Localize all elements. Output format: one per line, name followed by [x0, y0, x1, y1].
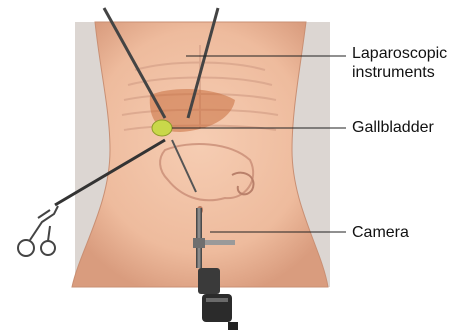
- label-camera: Camera: [352, 223, 409, 242]
- label-laparoscopic-instruments: Laparoscopic instruments: [352, 44, 447, 82]
- label-gallbladder: Gallbladder: [352, 118, 434, 137]
- label-instruments-line2: instruments: [352, 63, 447, 82]
- label-instruments-line1: Laparoscopic: [352, 45, 447, 62]
- instrument-handle: [18, 206, 58, 256]
- gallbladder: [152, 120, 172, 136]
